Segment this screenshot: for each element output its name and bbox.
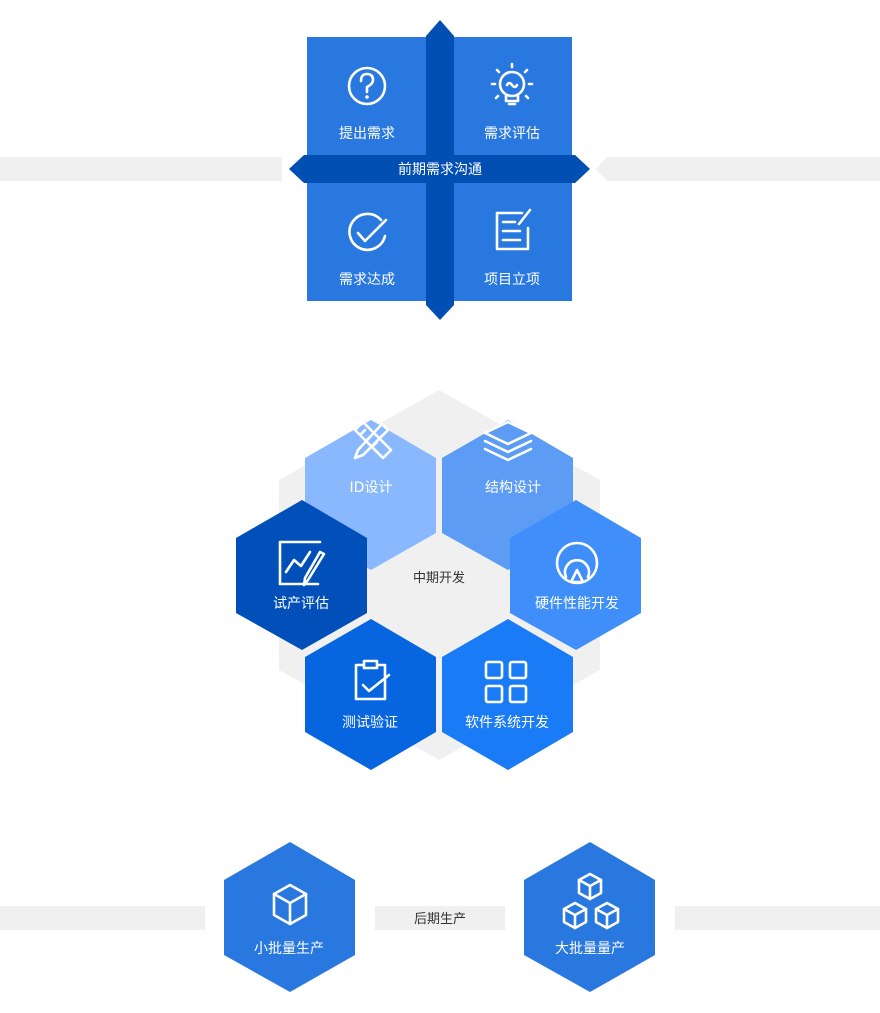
phase2-center-label: 中期开发: [413, 570, 465, 586]
cube-icon: [272, 883, 308, 926]
tile-label-submit-requirement: 提出需求: [339, 126, 395, 142]
lightbulb-icon: [490, 62, 534, 106]
cubes-icon: [562, 872, 620, 930]
phase1-center-label: 前期需求沟通: [398, 161, 482, 178]
hex-label-software-development: 软件系统开发: [465, 715, 549, 731]
phase1-band-left: [0, 157, 282, 181]
hex-label-id-design: ID设计: [350, 480, 393, 496]
tile-label-requirement-reached: 需求达成: [339, 272, 395, 288]
document-edit-icon: [495, 208, 532, 251]
phase1-band-right-tip: [596, 157, 607, 181]
question-icon: [347, 66, 387, 106]
hex-label-mass-production: 大批量量产: [555, 941, 625, 957]
tile-label-project-initiation: 项目立项: [484, 272, 540, 288]
phase3-band-left: [0, 906, 205, 930]
phase3-center-label: 后期生产: [414, 912, 466, 927]
phase1-band-right: [607, 157, 880, 181]
phase1-band-left-tip: [270, 157, 282, 181]
hex-label-hardware-performance: 硬件性能开发: [535, 596, 619, 612]
hex-label-structure-design: 结构设计: [485, 480, 541, 496]
ruler-pencil-icon: [353, 420, 393, 460]
hex-label-test-verification: 测试验证: [342, 715, 398, 731]
tile-label-requirement-evaluation: 需求评估: [484, 126, 540, 142]
hex-test-verification[interactable]: [305, 619, 436, 770]
check-circle-icon: [348, 212, 388, 252]
hex-label-trial-production: 试产评估: [273, 596, 329, 612]
phase3-group: 后期生产 小批量生产 大批量量产: [0, 842, 880, 992]
clipboard-check-icon: [354, 659, 391, 701]
performance-icon: [555, 541, 599, 585]
hex-mass-production[interactable]: [524, 842, 655, 992]
tile-requirement-reached[interactable]: [307, 181, 427, 301]
chart-edit-icon: [278, 540, 326, 587]
phase3-band-right: [675, 906, 880, 930]
hex-label-small-batch-production: 小批量生产: [254, 941, 324, 957]
layers-icon: [483, 420, 533, 462]
phase2-group: ID设计 结构设计 试产评估 硬件性能开发 中期开发: [236, 390, 641, 770]
hex-trial-production[interactable]: [236, 500, 367, 650]
hex-software-development[interactable]: [442, 619, 573, 770]
horizontal-arrow: [289, 155, 590, 183]
phase1-group: 前期需求沟通 提出需求 需求评估 需求达成 项目立项: [0, 20, 880, 320]
phase3-band-center: [375, 906, 505, 930]
grid-icon: [484, 660, 528, 704]
